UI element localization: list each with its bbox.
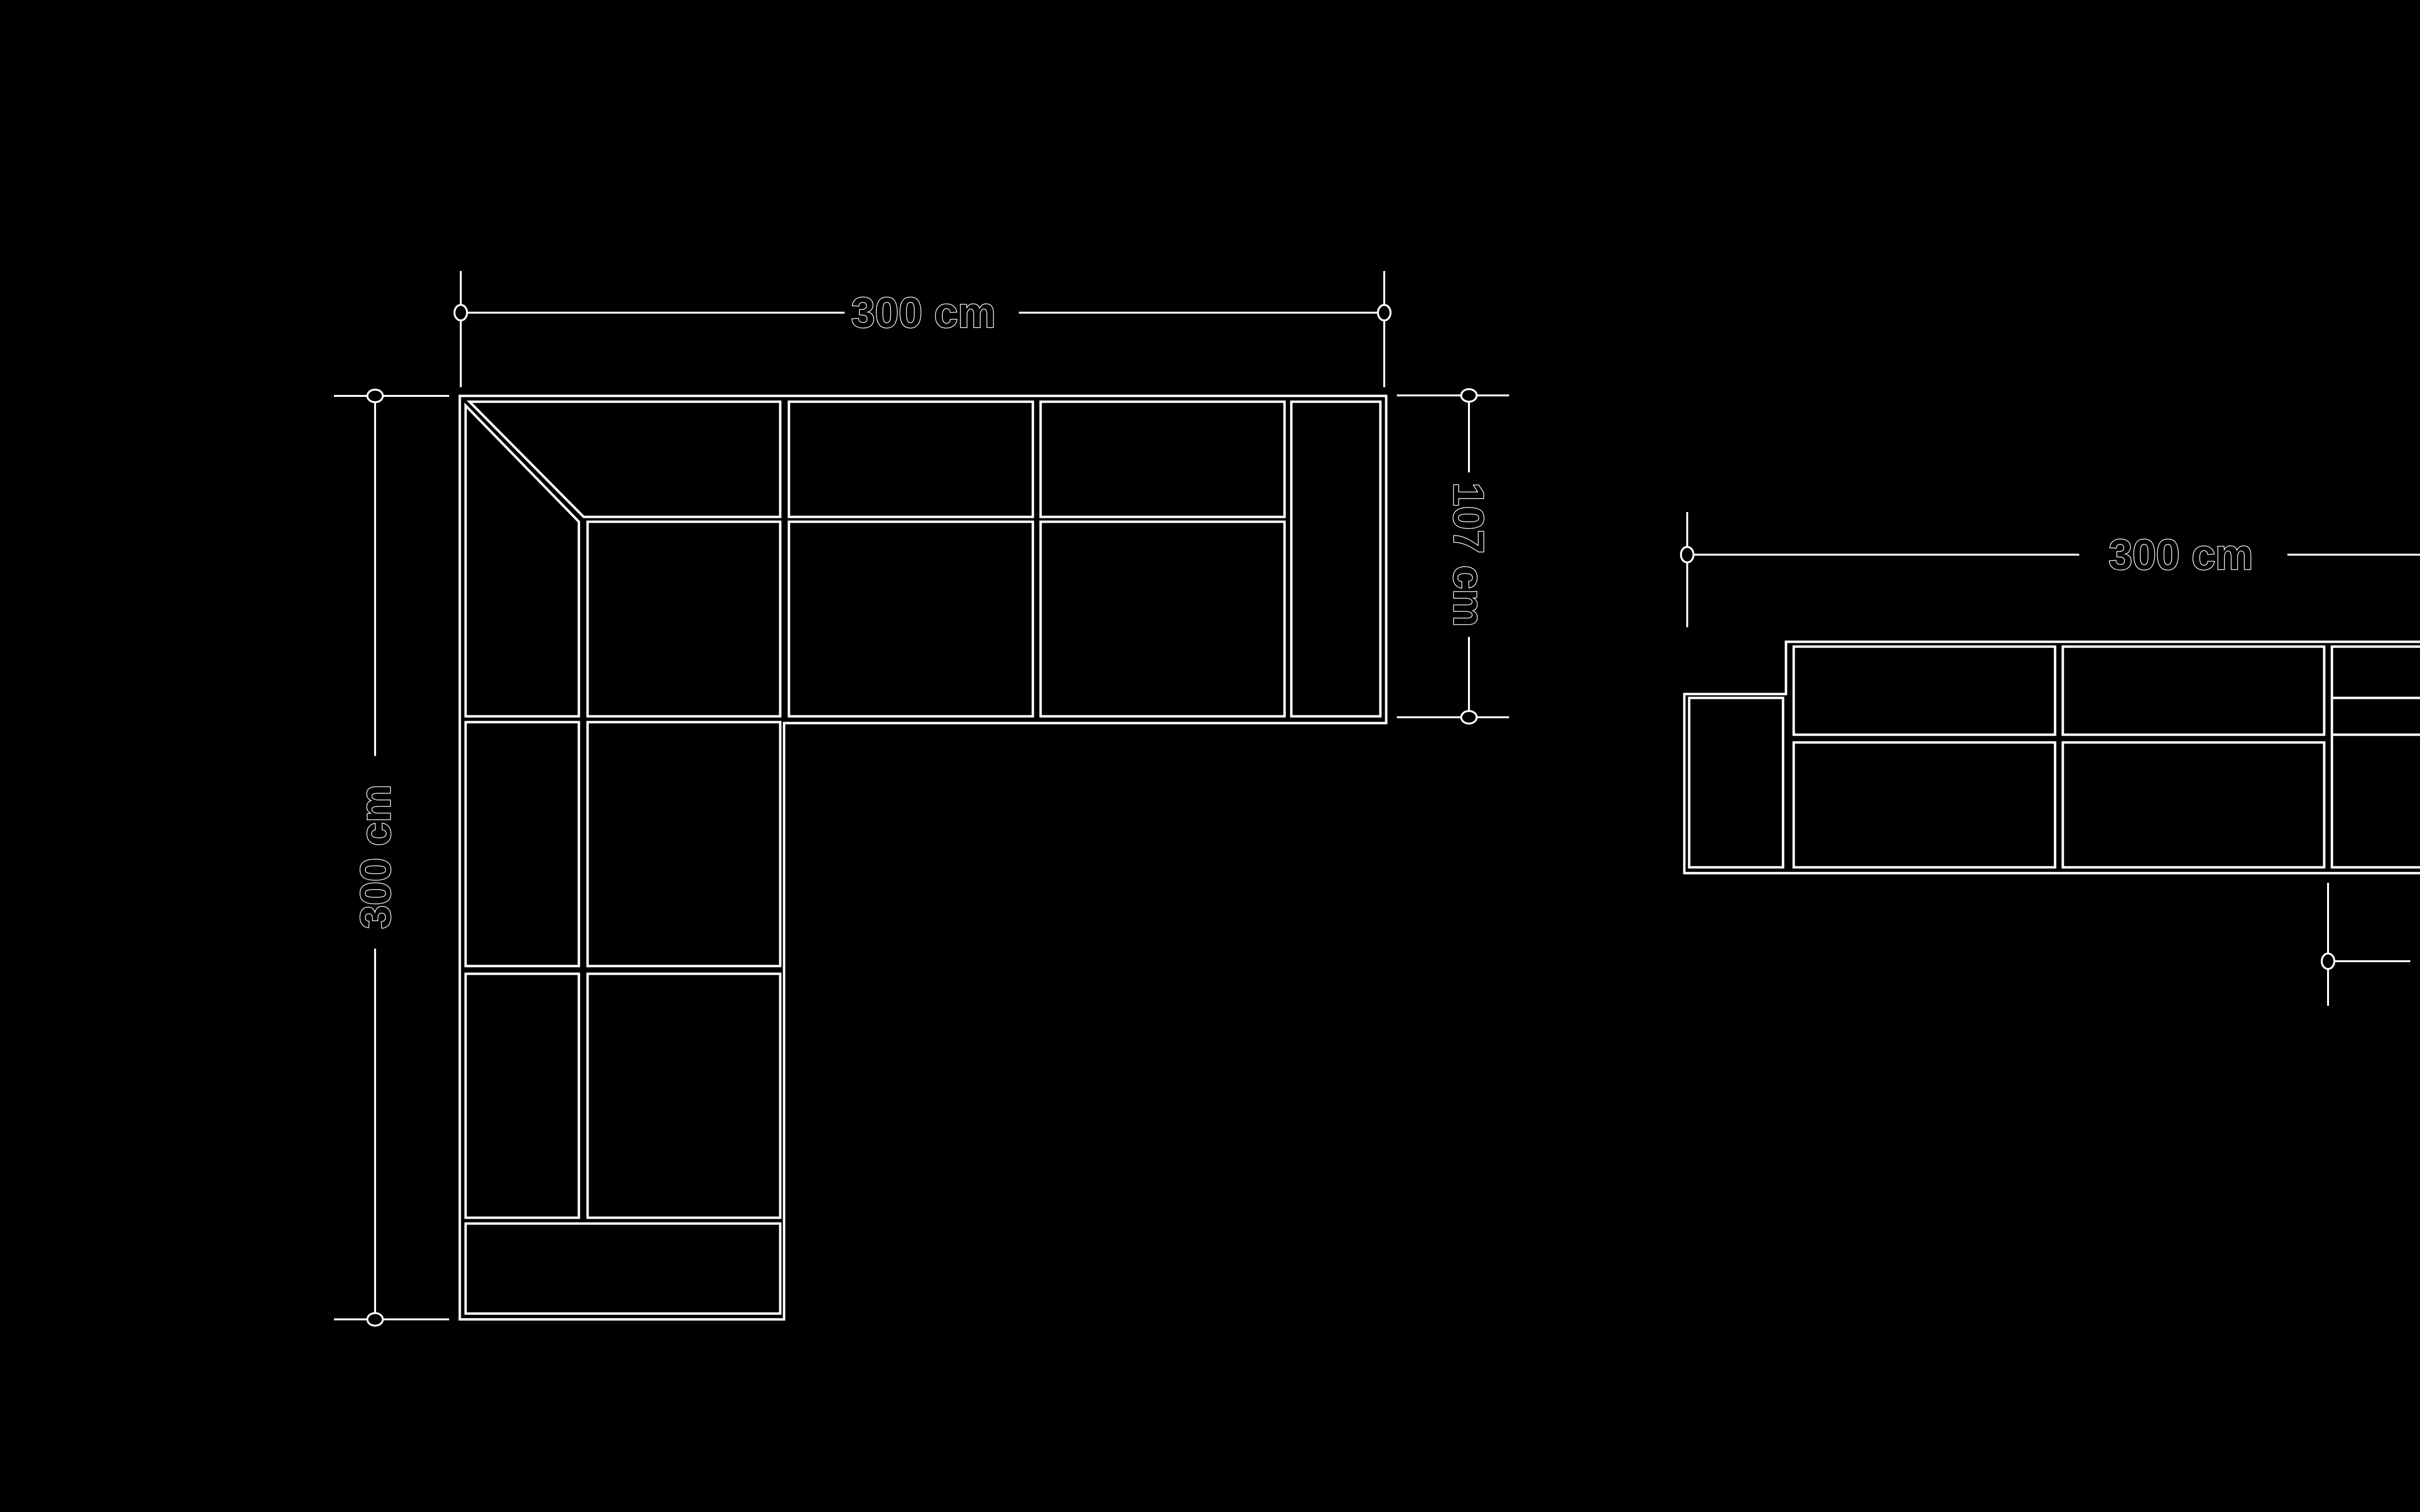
dimension-width: 300 cm bbox=[1680, 512, 2420, 627]
back-cushion-3 bbox=[1039, 400, 1286, 518]
corner-back-cushion bbox=[467, 400, 782, 518]
back-cushion-2 bbox=[787, 400, 1034, 518]
dimension-top-width: 300 cm bbox=[454, 271, 1392, 387]
dimension-label-width: 300 cm bbox=[2109, 530, 2253, 578]
corner-side-back bbox=[464, 402, 580, 718]
side-seat-2 bbox=[586, 972, 782, 1219]
left-armrest bbox=[1688, 696, 1785, 869]
dimension-label-top-width: 300 cm bbox=[851, 288, 996, 336]
dimension-left-height: 300 cm bbox=[334, 389, 449, 1327]
dimension-label-left-height: 300 cm bbox=[351, 785, 399, 929]
dimension-depth: 107 cm bbox=[1397, 388, 1509, 725]
seat-cushion-a bbox=[1792, 741, 2057, 869]
seat-cushion-2 bbox=[787, 520, 1034, 718]
seat-cushion-b bbox=[2061, 741, 2326, 869]
seat-cushion-3 bbox=[1039, 520, 1286, 718]
l-sofa-outline bbox=[458, 394, 1388, 1321]
chaise-cushion bbox=[2330, 696, 2420, 869]
side-back-2 bbox=[464, 972, 580, 1219]
l-shaped-sofa-plan: 300 cm 300 cm 107 cm bbox=[334, 271, 1509, 1327]
straight-sofa-plan: 300 cm 70 cm 107 cm bbox=[1680, 512, 2420, 1006]
back-cushion-c bbox=[2330, 645, 2420, 736]
bottom-armrest bbox=[464, 1222, 782, 1315]
right-armrest bbox=[1290, 400, 1382, 718]
dimension-chaise-width: 107 cm bbox=[2321, 883, 2410, 1006]
back-cushion-b bbox=[2061, 645, 2326, 736]
straight-sofa-outline bbox=[1683, 640, 2420, 875]
seat-cushion-1 bbox=[586, 520, 782, 718]
side-seat-1 bbox=[586, 721, 782, 968]
dimension-label-depth: 107 cm bbox=[1445, 483, 1493, 627]
side-back-1 bbox=[464, 721, 580, 968]
back-cushion-a bbox=[1792, 645, 2057, 736]
